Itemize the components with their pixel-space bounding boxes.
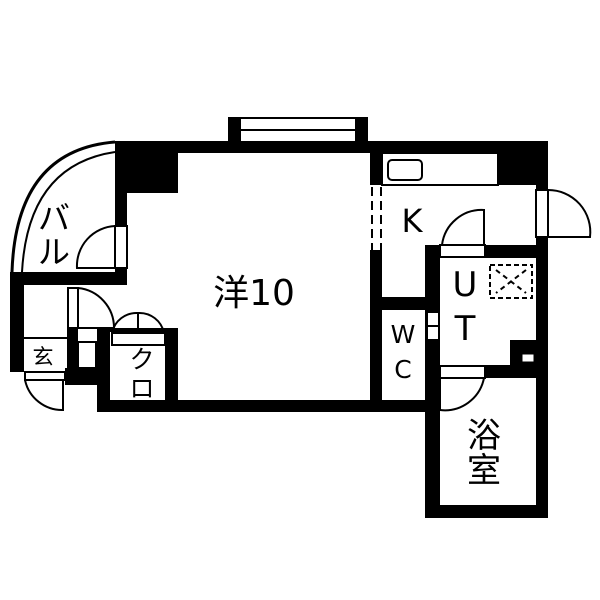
room-door — [77, 287, 116, 329]
kitchen-counter — [381, 152, 499, 186]
kitchen-label: K — [402, 202, 424, 240]
door-swings — [10, 140, 592, 412]
balcony-outer-rail — [10, 140, 116, 273]
kitchen-door — [547, 188, 592, 238]
bath-door — [439, 377, 485, 412]
balcony-label-2: ル — [38, 233, 70, 271]
balcony-inner-rail — [21, 151, 116, 273]
closet-label-2: ロ — [129, 374, 154, 403]
wc-label-c: C — [394, 355, 411, 384]
wc-label-w: W — [391, 320, 416, 349]
ut-door — [441, 208, 485, 246]
western-room-label: 洋10 — [213, 273, 295, 314]
sink — [387, 159, 423, 181]
entrance-door — [24, 379, 64, 412]
entrance-label: 玄 — [33, 345, 54, 369]
closet-label-1: ク — [129, 345, 154, 374]
balcony-label-1: バ — [38, 199, 70, 237]
bath-label-2: 室 — [467, 451, 501, 491]
utility-label-t: T — [454, 309, 476, 349]
washer-space — [489, 264, 533, 299]
openings — [24, 117, 549, 381]
window — [239, 117, 357, 131]
utility-label-u: U — [453, 265, 478, 305]
balcony-door — [75, 225, 116, 269]
bath-label-1: 浴 — [467, 416, 501, 456]
